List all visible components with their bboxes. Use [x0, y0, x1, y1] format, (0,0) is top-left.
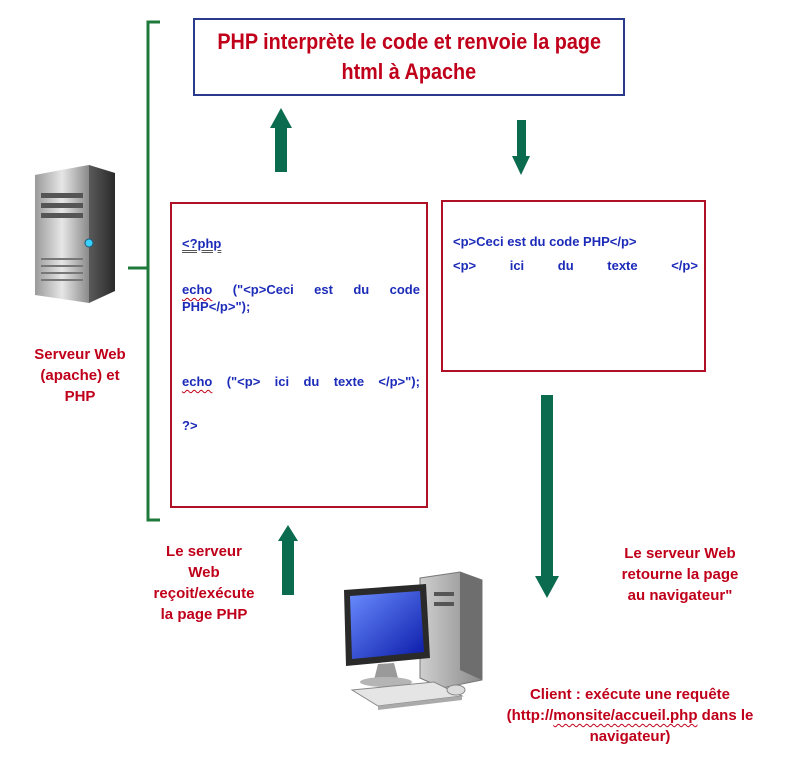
receive-label-line: la page PHP: [160, 606, 248, 623]
return-label-line: Le serveur Web: [624, 545, 736, 562]
client-url: monsite/accueil.php: [553, 707, 698, 724]
receive-label-line: Le serveur: [166, 543, 242, 560]
server-label-line: (apache) et: [40, 367, 120, 384]
server-tower-icon: [35, 165, 115, 303]
php-open-tag: <?php: [182, 236, 222, 251]
php-echo-line-1: echo ("<p>Ceci est du code: [182, 282, 420, 297]
arrow-down-from-php: [512, 120, 530, 175]
server-label: Serveur Web (apache) et PHP: [18, 344, 142, 407]
receive-label-line: Web: [188, 564, 220, 581]
html-output-box: <p>Ceci est du code PHP</p> <p> ici du t…: [441, 200, 706, 372]
client-label-line-2: (http://monsite/accueil.php dans le: [506, 707, 754, 724]
server-label-line: PHP: [64, 388, 96, 405]
arrow-down-to-client: [535, 395, 559, 598]
client-label-line-1: Client : exécute une requête: [529, 686, 731, 703]
title-line-1: PHP interprète le code et renvoie la pag…: [217, 29, 601, 54]
client-label-line-3: navigateur): [589, 728, 671, 745]
desktop-computer-icon: [344, 571, 483, 710]
return-label-line: au navigateur": [627, 587, 733, 604]
server-bracket: [128, 20, 160, 522]
receive-label-line: reçoit/exécute: [153, 585, 255, 602]
html-output-line-2: <p> ici du texte </p>: [453, 258, 698, 273]
php-echo-line-2: echo ("<p> ici du texte </p>");: [182, 374, 420, 389]
php-close-tag: ?>: [182, 418, 198, 433]
php-code-box: <?php echo ("<p>Ceci est du code PHP</p>…: [170, 202, 428, 508]
return-label-line: retourne la page: [621, 566, 739, 583]
title-box: PHP interprète le code et renvoie la pag…: [193, 18, 625, 96]
server-label-line: Serveur Web: [34, 346, 126, 363]
server-return-label: Le serveur Web retourne la page au navig…: [600, 543, 760, 606]
php-echo-line-1b: PHP</p>");: [182, 299, 251, 314]
client-label: Client : exécute une requête (http://mon…: [470, 684, 790, 747]
arrow-up-into-php-box: [278, 525, 298, 595]
title-line-2: html à Apache: [341, 59, 477, 84]
arrow-up-to-php: [270, 108, 292, 172]
server-receive-label: Le serveur Web reçoit/exécute la page PH…: [140, 541, 268, 625]
html-output-line-1: <p>Ceci est du code PHP</p>: [453, 234, 637, 249]
